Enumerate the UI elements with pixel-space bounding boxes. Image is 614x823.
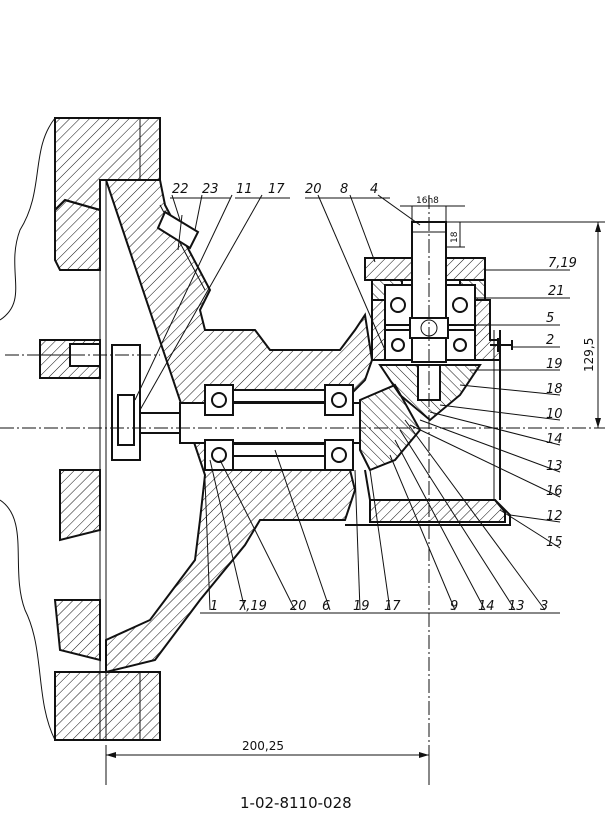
drawing-code: 1-02-8110-028 [240,794,352,812]
callout-3: 3 [540,599,548,614]
dimension-overall-length: 200,25 [242,739,284,753]
callout-5: 5 [546,311,554,326]
callout-11: 11 [236,182,253,197]
callout-7-19: 7,19 [548,256,577,271]
dimension-shaft-fit: 16h8 [416,196,439,206]
dimension-labels: 200,25 129,5 16h8 18 [242,196,596,753]
dimension-height: 129,5 [582,338,596,372]
callout-8: 8 [340,182,348,197]
callout-14-bottom: 14 [478,599,495,614]
callout-20-bottom: 20 [290,599,307,614]
callout-15: 15 [546,535,563,550]
callout-17-bottom: 17 [384,599,401,614]
callout-20: 20 [305,182,322,197]
callout-14: 14 [546,432,563,447]
dimension-lines [105,205,605,785]
callout-22: 22 [172,182,189,197]
callout-19-bottom: 19 [353,599,370,614]
callout-labels-top: 22 23 11 17 20 8 4 [172,182,378,197]
center-lines [0,195,605,760]
left-casing [0,117,161,741]
callout-7-19-bottom: 7,19 [238,599,267,614]
callout-1: 1 [210,599,218,614]
callout-12: 12 [546,509,563,524]
callout-17: 17 [268,182,285,197]
callout-13: 13 [546,459,563,474]
callout-13-bottom: 13 [508,599,525,614]
callout-18: 18 [546,382,563,397]
callout-labels-right: 7,19 21 5 2 19 18 10 14 13 16 12 15 [546,256,577,550]
callout-labels-bottom: 1 7,19 20 6 19 17 9 14 13 3 [210,599,548,614]
dimension-shaft-length: 18 [450,231,460,243]
callout-4: 4 [370,182,378,197]
callout-6: 6 [322,599,330,614]
callout-23: 23 [202,182,219,197]
callout-2: 2 [546,333,554,348]
callout-10: 10 [546,407,563,422]
callout-19: 19 [546,357,563,372]
callout-9: 9 [450,599,458,614]
leader-lines [134,194,570,614]
callout-16: 16 [546,484,563,499]
callout-21: 21 [548,284,565,299]
